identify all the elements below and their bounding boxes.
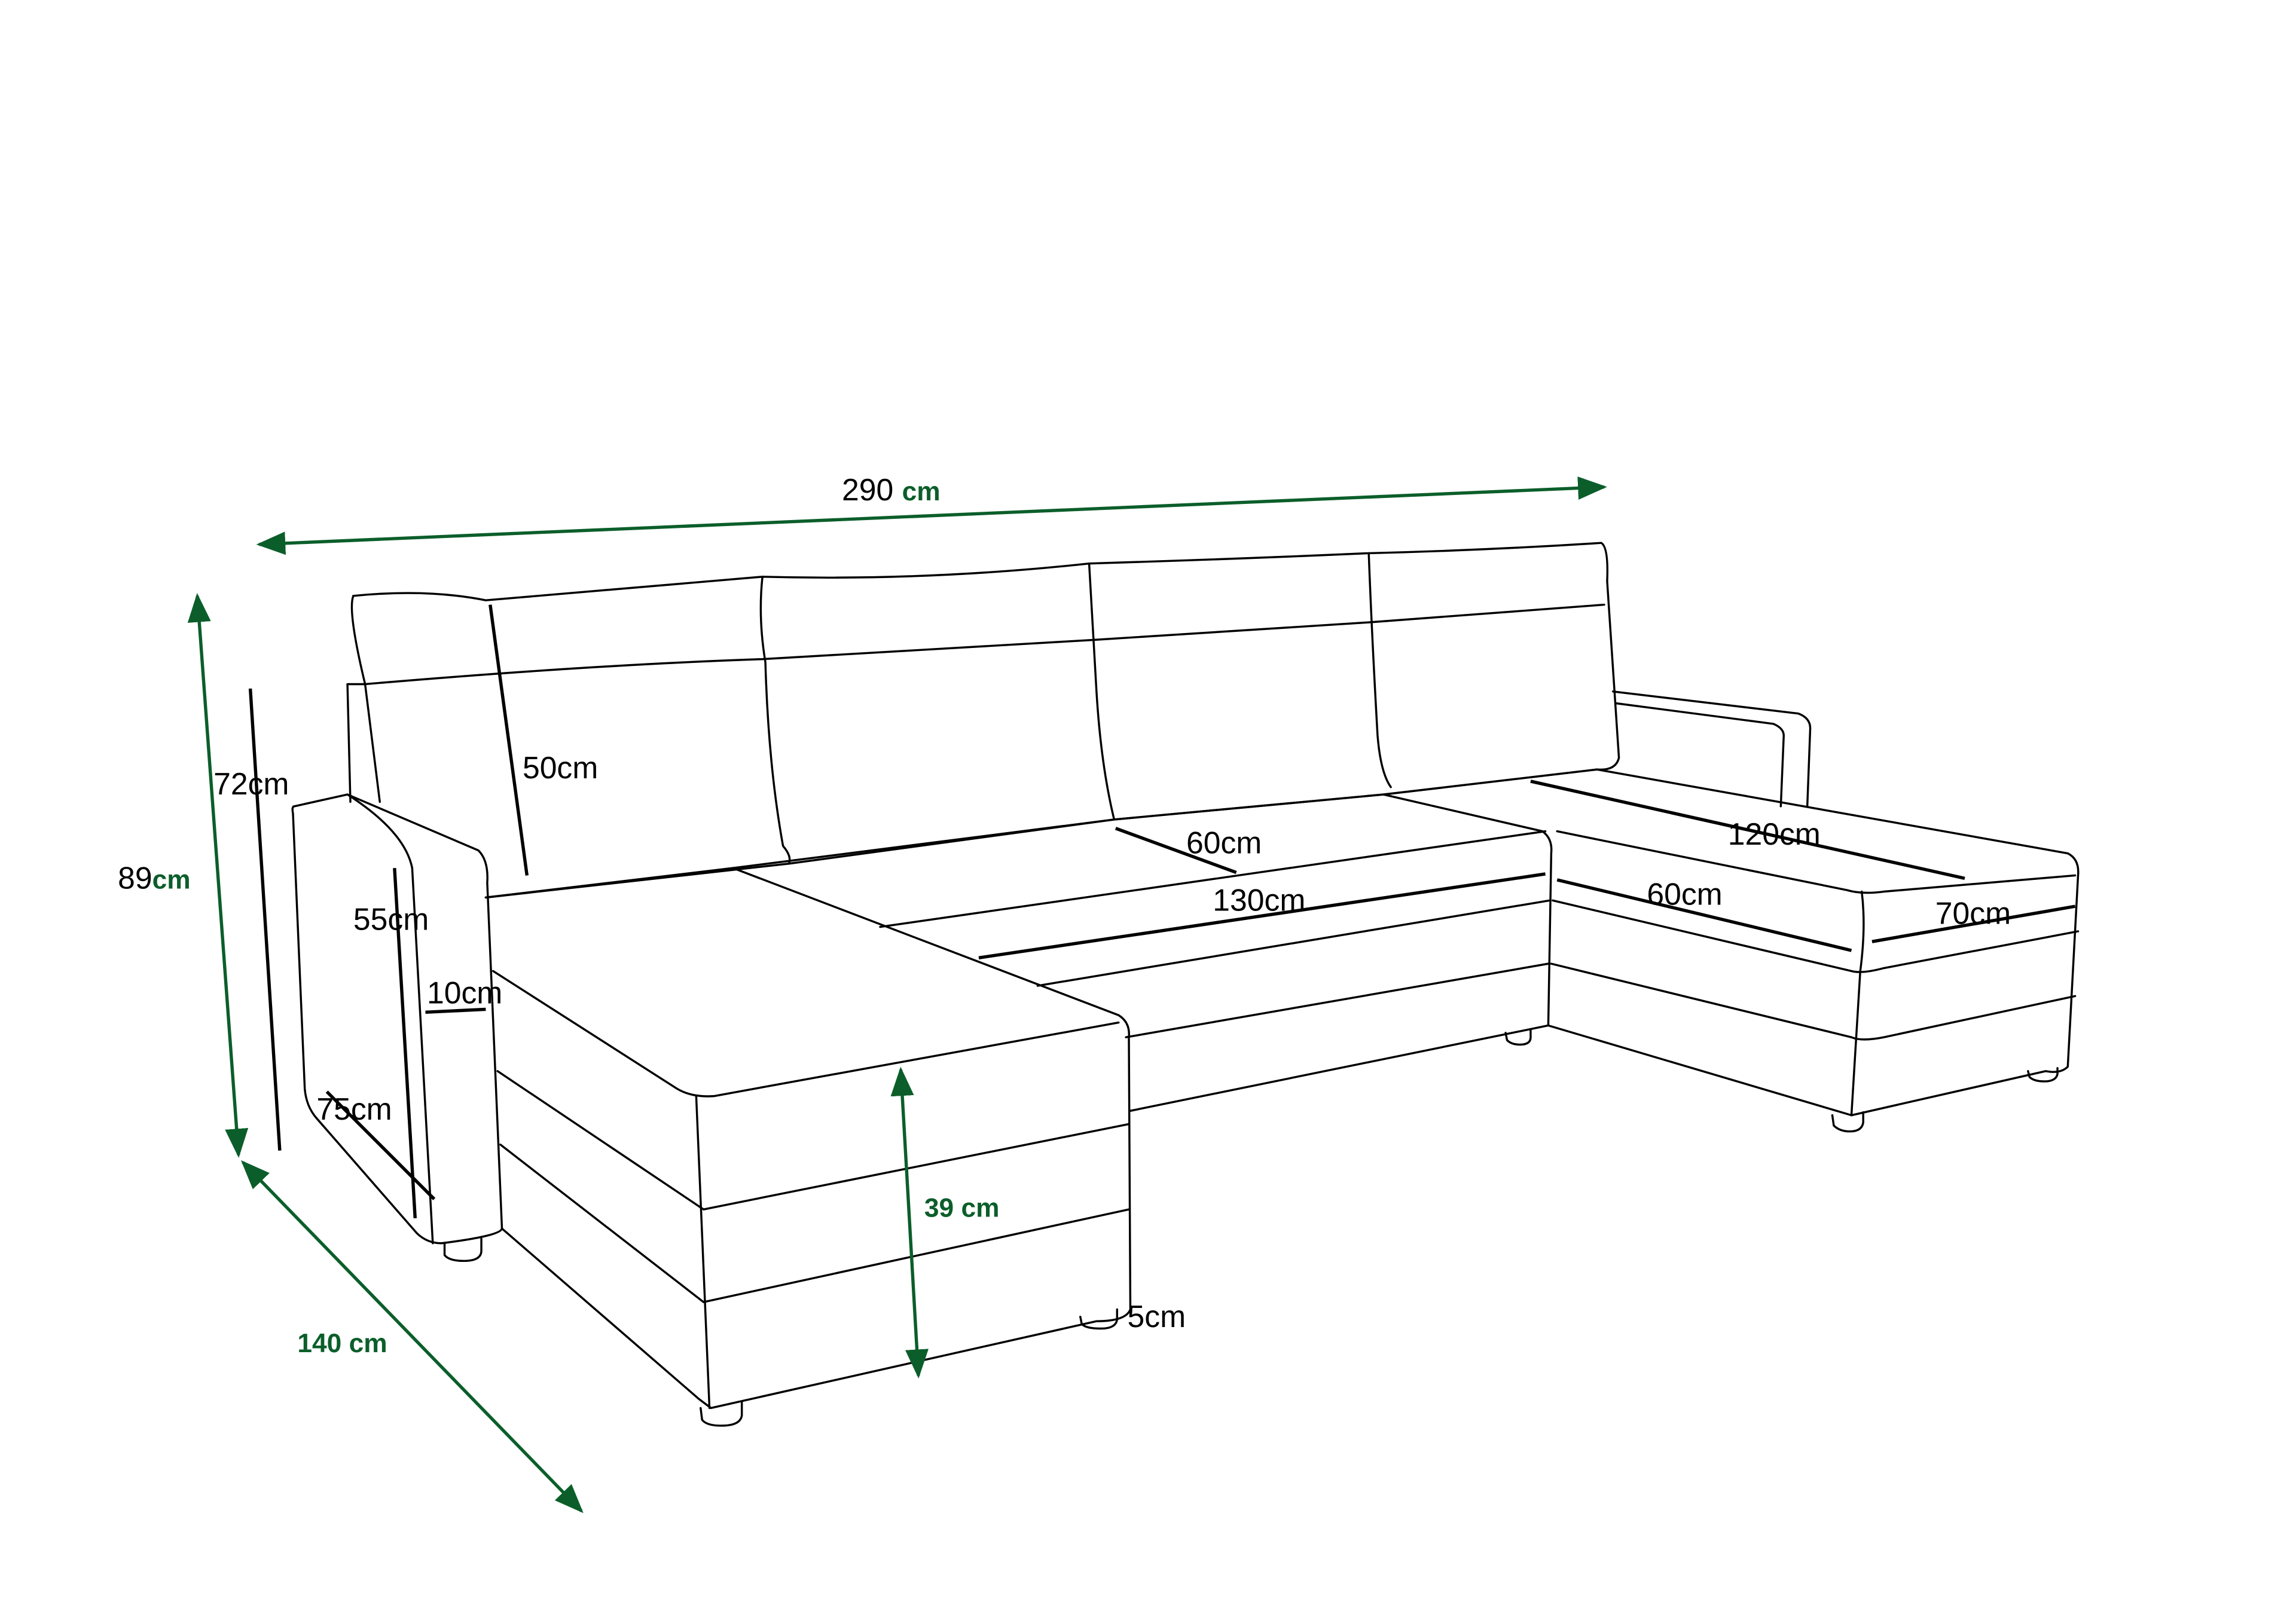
back-height-label: 72cm (213, 766, 289, 801)
seat-height-label: 39 cm (924, 1193, 1000, 1222)
right-chaise-length-label: 120cm (1728, 817, 1821, 851)
right-chaise-width-label: 70cm (1935, 896, 2011, 931)
armrest-height-label: 55cm (353, 902, 429, 937)
seat-depth-middle-label: 60cm (1186, 826, 1262, 860)
armrest-width-label: 10cm (427, 976, 502, 1010)
depth-arrow (240, 1160, 584, 1514)
seat-height-arrow (890, 1066, 929, 1379)
sofa-outline (291, 542, 2080, 1427)
leg-height-label: 5cm (1128, 1299, 1186, 1334)
width-arrow (256, 476, 1607, 555)
chaise-depth-label: 140 cm (297, 1329, 387, 1358)
total-width-label: 290 cm (842, 472, 941, 507)
dimension-labels: 290 cm 89cm 72cm 50cm 55cm 10cm 75cm 140… (118, 472, 2011, 1358)
total-height-label: 89cm (118, 861, 191, 895)
seat-depth-right-label: 60cm (1647, 877, 1722, 912)
sleeping-width-label: 130cm (1213, 883, 1305, 918)
height-arrow (187, 592, 249, 1158)
cushion-height-label: 50cm (523, 750, 598, 785)
armrest-depth-label: 75cm (316, 1092, 392, 1126)
measurement-lines (187, 476, 2076, 1514)
